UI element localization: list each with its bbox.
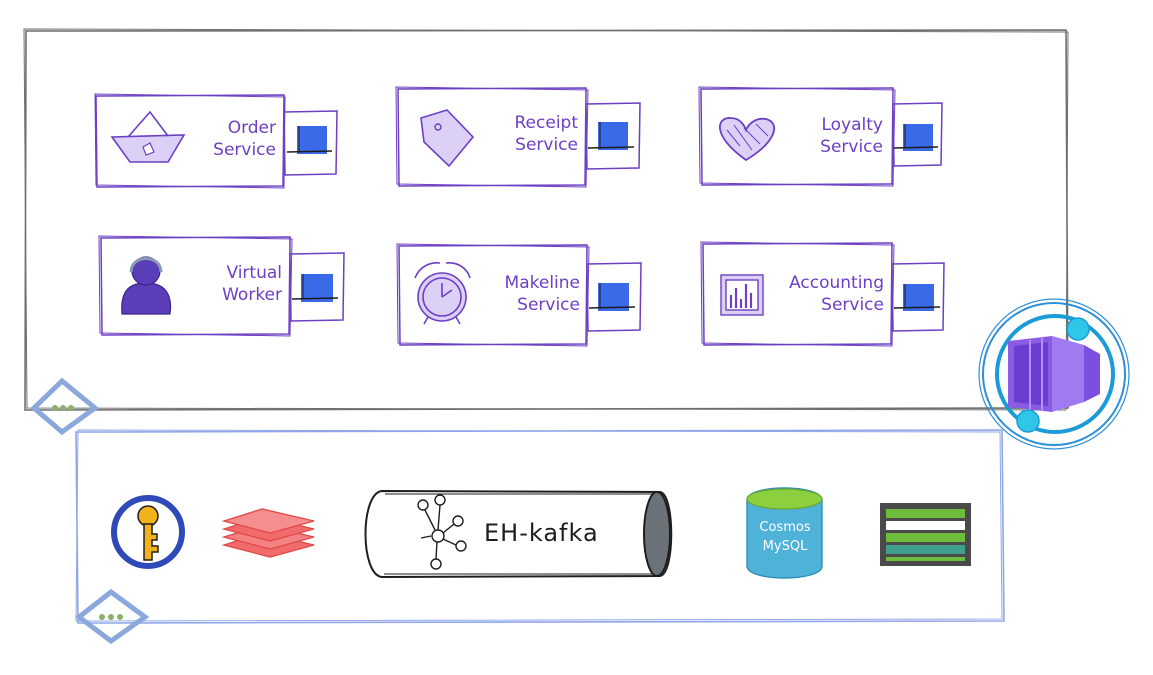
sidecar-icon (291, 274, 339, 302)
app-environment-badge-icon (30, 377, 100, 436)
service-label-line2: Service (517, 295, 580, 315)
service-label-line1: Accounting (789, 273, 884, 293)
service-label-receipt: Receipt Service (490, 112, 579, 156)
service-label-line1: Loyalty (821, 115, 883, 135)
key-vault-icon (111, 495, 185, 569)
redis-cache-icon (221, 508, 315, 558)
service-label-line2: Service (820, 137, 883, 157)
cosmos-mysql-icon (746, 487, 823, 579)
shopping-bag-icon (110, 110, 186, 163)
service-label-loyalty: Loyalty Service (795, 114, 883, 158)
service-label-line1: Order (227, 118, 276, 138)
service-card-loyalty (698, 86, 943, 187)
service-label-line1: Receipt (514, 113, 579, 133)
service-label-line2: Service (213, 140, 276, 160)
bar-chart-icon (720, 274, 764, 316)
app-boundary (23, 28, 1069, 411)
event-hub-kafka-icon (364, 489, 673, 579)
infra-environment-badge-icon (74, 588, 150, 645)
network-nodes-icon (417, 494, 467, 570)
service-label-virtual-worker: Virtual Worker (194, 262, 282, 306)
service-label-line2: Service (821, 295, 884, 315)
sidecar-icon (588, 283, 636, 311)
infra-boundary (75, 429, 1005, 624)
kafka-label: EH-kafka (484, 519, 599, 547)
cosmos-label-line2: MySQL (762, 539, 808, 554)
storage-table-icon (880, 503, 971, 566)
sidecar-icon (893, 124, 939, 151)
price-tag-icon (420, 109, 475, 168)
container-apps-icon (978, 298, 1130, 450)
service-label-accounting: Accounting Service (766, 272, 884, 316)
sidecar-icon (893, 284, 941, 311)
sidecar-icon (587, 122, 635, 150)
service-label-makeline: Makeline Service (480, 272, 580, 316)
cosmos-label-line1: Cosmos (759, 520, 811, 535)
service-card-makeline (396, 243, 642, 347)
alarm-clock-icon (414, 262, 471, 325)
service-card-accounting (700, 241, 945, 347)
service-label-order: Order Service (190, 117, 276, 161)
service-card-receipt (395, 86, 641, 188)
service-label-line2: Worker (222, 285, 282, 305)
service-card-order (94, 93, 338, 189)
heart-icon (719, 117, 776, 162)
cosmos-label: Cosmos MySQL (747, 518, 823, 556)
service-label-line1: Makeline (504, 273, 580, 293)
service-label-line2: Service (515, 135, 578, 155)
service-label-line1: Virtual (226, 263, 282, 283)
user-headset-icon (121, 256, 172, 315)
service-card-virtual-worker (98, 235, 345, 337)
sidecar-icon (286, 126, 333, 154)
